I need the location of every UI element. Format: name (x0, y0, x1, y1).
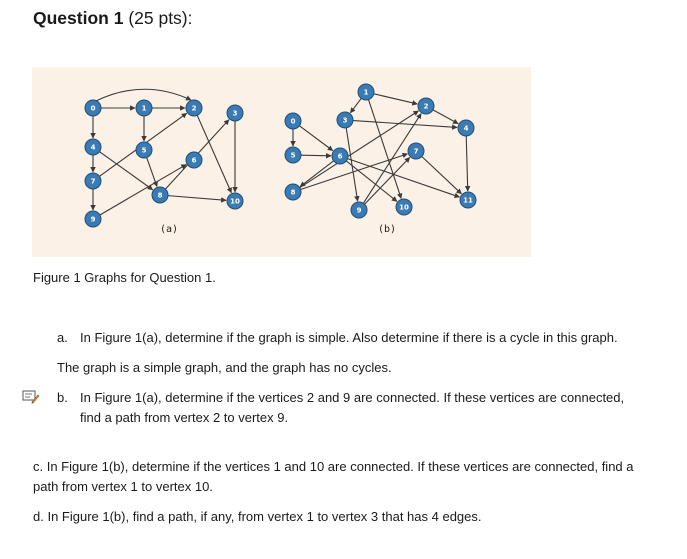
graph-a-node-label-8: 8 (158, 192, 163, 200)
graph-b-node-label-2: 2 (424, 103, 429, 111)
graph-b-edge-8-2 (299, 110, 419, 189)
part-b-line1: In Figure 1(a), determine if the vertice… (80, 390, 625, 405)
graph-b-node-5: 5 (284, 146, 302, 164)
graph-b-edge-6-8 (299, 160, 334, 187)
graph-b-label: (b) (378, 224, 396, 235)
graph-b-nodes: 0 1 2 3 4 5 6 7 8 9 10 11 (284, 83, 477, 219)
graph-a-edge-4-8 (99, 151, 154, 191)
question-points: (25 pts): (128, 8, 193, 28)
graph-a-node-1: 1 (135, 99, 153, 117)
graph-b-edge-7-11 (421, 156, 462, 195)
graph-b-node-11: 11 (459, 191, 477, 209)
part-c-line1: c. In Figure 1(b), determine if the vert… (33, 459, 634, 474)
graph-b-node-9: 9 (350, 201, 368, 219)
part-a-marker: a. (57, 330, 68, 345)
graphs-svg: 0 1 2 3 4 5 6 7 8 9 10 0 1 2 3 4 5 6 7 8 9 10 11 (a) (b) (84, 83, 477, 235)
graph-a-edge-0-2 (95, 88, 192, 102)
graph-a-edge-8-10 (167, 195, 227, 203)
graph-b-node-label-10: 10 (399, 204, 409, 212)
graph-b-edge-4-11 (464, 135, 471, 192)
graph-a-node-label-9: 9 (91, 216, 96, 224)
graph-a-node-3: 3 (226, 104, 244, 122)
graph-a-node-label-4: 4 (91, 144, 96, 152)
graph-b-node-1: 1 (357, 83, 375, 101)
graph-b-edge-6-10 (345, 160, 398, 202)
graph-b-edge-3-9 (345, 127, 360, 202)
part-a-answer: The graph is a simple graph, and the gra… (57, 360, 392, 375)
graph-b-edge-1-10 (367, 99, 403, 199)
graph-a-node-label-5: 5 (142, 147, 147, 155)
graph-b-edge-9-7 (364, 157, 411, 205)
graph-a-nodes: 0 1 2 3 4 5 6 7 8 9 10 (84, 99, 244, 228)
graph-b-edge-0-6 (299, 125, 334, 152)
graph-b-node-label-11: 11 (463, 197, 473, 205)
graph-a-node-6: 6 (185, 151, 203, 169)
part-b-line2: find a path from vertex 2 to vertex 9. (80, 410, 289, 425)
graph-a-node-label-0: 0 (91, 105, 96, 113)
graph-a-node-2: 2 (185, 99, 203, 117)
graph-a-edge-9-6 (99, 164, 187, 216)
graph-b-node-3: 3 (336, 111, 354, 129)
part-a-text: In Figure 1(a), determine if the graph i… (80, 330, 618, 345)
graph-b-edge-8-7 (300, 152, 408, 190)
graph-b-node-label-0: 0 (291, 118, 296, 126)
graph-a-node-label-3: 3 (233, 110, 238, 118)
question-title: Question 1 (33, 8, 124, 28)
graph-b-node-6: 6 (331, 147, 349, 165)
graph-b-node-label-7: 7 (414, 148, 419, 156)
graph-a-label: (a) (160, 224, 178, 235)
graph-b-edge-1-2 (373, 93, 418, 106)
graph-a-node-10: 10 (226, 192, 244, 210)
graph-b-edges (290, 93, 471, 205)
graph-b-node-0: 0 (284, 112, 302, 130)
graph-b-edge-5-6 (300, 152, 332, 159)
graph-b-node-label-9: 9 (357, 207, 362, 215)
graph-b-node-2: 2 (417, 97, 435, 115)
graph-a-node-label-10: 10 (230, 198, 240, 206)
graph-b-node-label-5: 5 (291, 152, 296, 160)
graph-b-edge-2-4 (432, 109, 459, 125)
graph-b-node-4: 4 (457, 119, 475, 137)
graph-a-node-label-2: 2 (192, 105, 197, 113)
part-c-line2: path from vertex 1 to vertex 10. (33, 479, 213, 494)
graph-a-node-7: 7 (84, 172, 102, 190)
graph-a-node-label-7: 7 (91, 178, 96, 186)
graph-b-node-label-4: 4 (464, 125, 469, 133)
graph-b-node-label-6: 6 (338, 153, 343, 161)
edit-note-icon[interactable] (22, 389, 40, 405)
graph-a-edge-2-10 (196, 115, 232, 194)
graph-a-node-8: 8 (151, 186, 169, 204)
graph-b-node-8: 8 (284, 183, 302, 201)
graph-b-node-10: 10 (395, 198, 413, 216)
graph-b-edge-1-3 (349, 98, 362, 114)
graph-a-node-5: 5 (135, 141, 153, 159)
graph-a-node-label-6: 6 (192, 157, 197, 165)
part-b-marker: b. (57, 390, 68, 405)
graph-b-node-label-8: 8 (291, 189, 296, 197)
graph-b-node-label-1: 1 (364, 89, 369, 97)
graph-a-node-9: 9 (84, 210, 102, 228)
figure-caption: Figure 1 Graphs for Question 1. (33, 270, 216, 285)
graph-a-node-0: 0 (84, 99, 102, 117)
figure-graphs: 0 1 2 3 4 5 6 7 8 9 10 0 1 2 3 4 5 6 7 8 9 10 11 (a) (b) (32, 67, 531, 257)
graph-a-edge-5-8 (146, 157, 158, 188)
graph-a-node-4: 4 (84, 138, 102, 156)
graph-b-node-7: 7 (407, 142, 425, 160)
graph-b-edge-3-4 (352, 119, 458, 130)
graph-a-node-label-1: 1 (142, 105, 147, 113)
part-d-text: d. In Figure 1(b), find a path, if any, … (33, 509, 482, 524)
graph-b-edge-6-11 (347, 158, 461, 199)
graph-b-node-label-3: 3 (343, 117, 348, 125)
question-heading: Question 1 (25 pts): (33, 8, 193, 29)
